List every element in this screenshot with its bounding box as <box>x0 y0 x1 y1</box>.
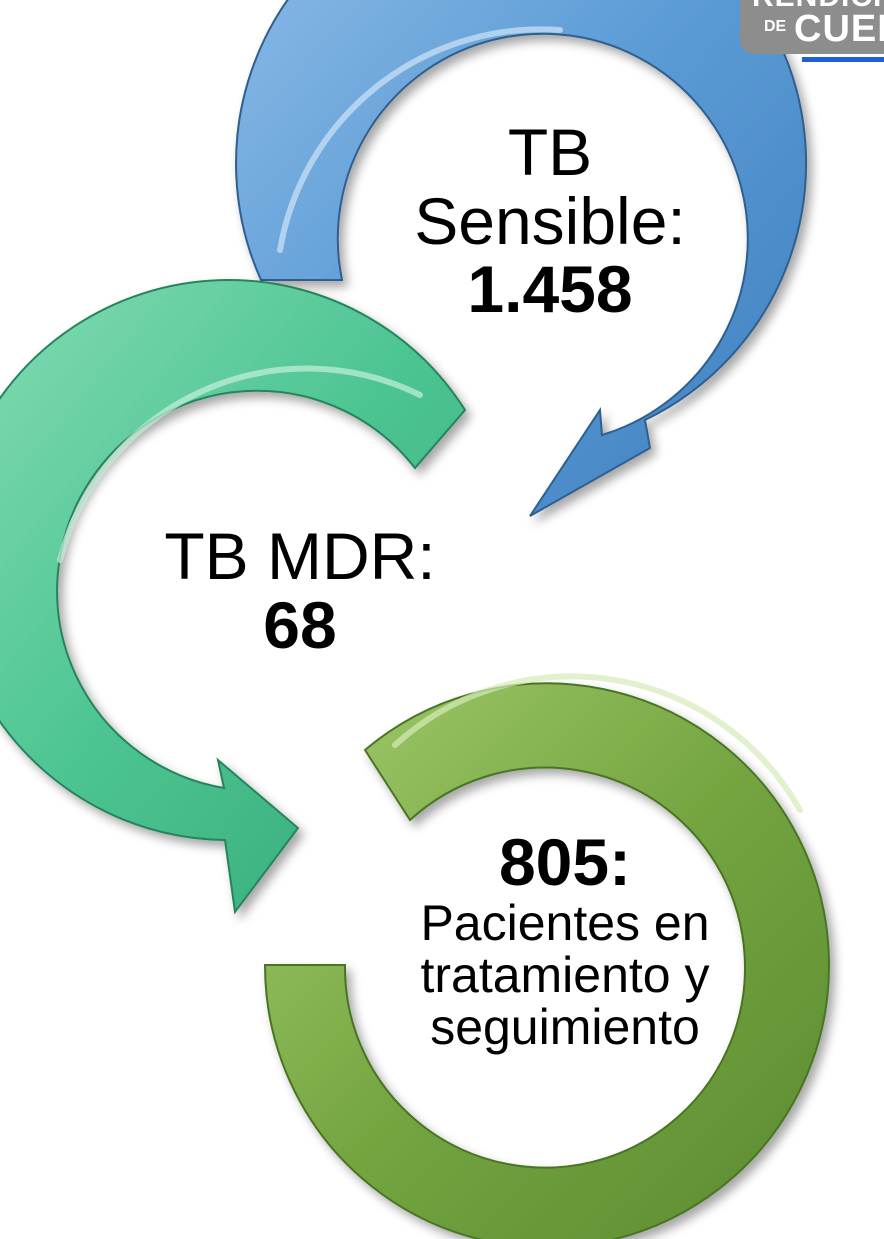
tb-sensible-line2: Sensible: <box>414 183 686 258</box>
rendicion-logo: RENDICIÓN DE CUENTAS <box>740 0 884 54</box>
logo-de: DE <box>764 18 787 35</box>
logo-line1: RENDICIÓN <box>752 0 884 14</box>
label-pacientes: 805: Pacientes en tratamiento y seguimie… <box>370 828 760 1053</box>
tb-mdr-value: 68 <box>263 587 337 662</box>
tb-sensible-value: 1.458 <box>467 252 633 327</box>
label-tb-sensible: TB Sensible: 1.458 <box>400 118 700 324</box>
tb-sensible-line1: TB <box>507 115 593 189</box>
logo-word: CUENTAS <box>794 8 884 50</box>
pacientes-line1: Pacientes en <box>420 894 710 951</box>
pacientes-line3: seguimiento <box>430 998 700 1055</box>
pacientes-value: 805: <box>498 825 632 899</box>
pacientes-line2: tratamiento y <box>420 946 710 1003</box>
green-cycle-arrow <box>263 682 830 1239</box>
logo-underline <box>802 57 884 62</box>
tb-mdr-title: TB MDR: <box>164 519 436 593</box>
label-tb-mdr: TB MDR: 68 <box>150 522 450 659</box>
